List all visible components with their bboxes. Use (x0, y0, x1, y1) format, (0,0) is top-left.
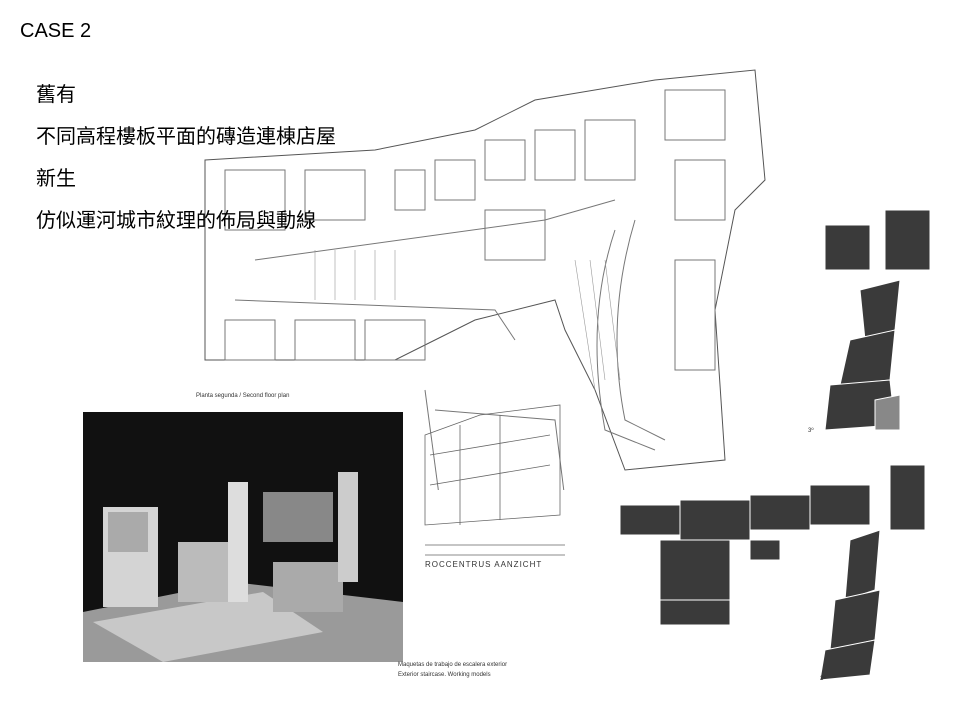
second-floor-plan (620, 464, 926, 680)
plan-2-label: 2º (820, 676, 826, 682)
working-models-photo (83, 412, 403, 662)
elevation-label: ROCCENTRUS AANZICHT (425, 560, 543, 569)
floor-plan-drawing (204, 69, 766, 490)
third-floor-plan (824, 210, 931, 431)
plan-3-label: 3º (808, 428, 814, 434)
elevation-drawing (424, 404, 565, 556)
text-old-label: 舊有 (36, 82, 76, 106)
floor-plan-caption: Planta segunda / Second floor plan (196, 393, 290, 399)
text-new-label: 新生 (36, 166, 76, 190)
case-label: CASE 2 (20, 20, 92, 42)
text-old-description: 不同高程樓板平面的磚造連棟店屋 (36, 124, 336, 148)
models-caption-en: Exterior staircase. Working models (398, 672, 491, 678)
models-caption-es: Maquetas de trabajo de escalera exterior (398, 662, 508, 668)
text-new-description: 仿似運河城市紋理的佈局與動線 (36, 208, 316, 232)
